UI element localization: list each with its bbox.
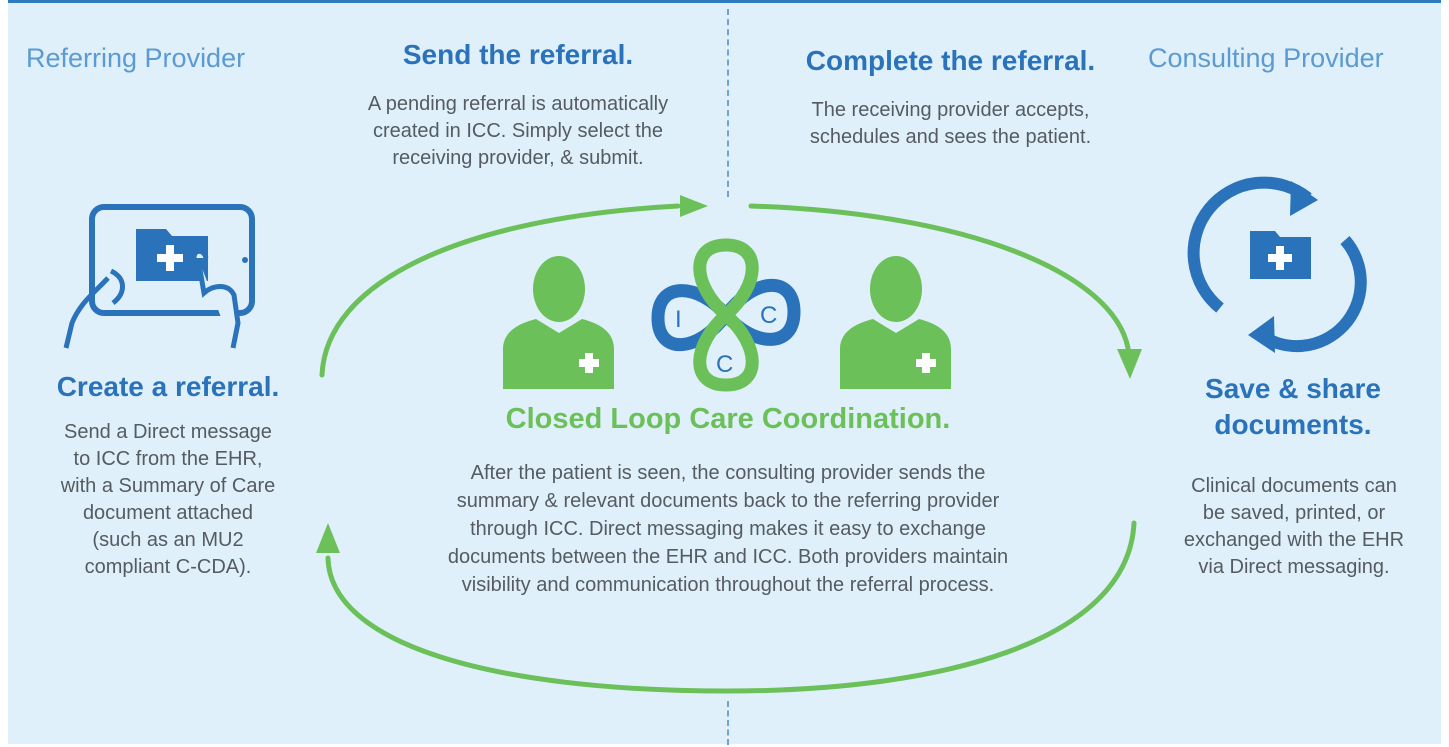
title-line: Save & share [1205, 373, 1381, 404]
save-share-desc: Clinical documents can be saved, printed… [1156, 473, 1432, 581]
send-referral-title: Send the referral. [402, 39, 634, 70]
create-referral-desc: Send a Direct message to ICC from the EH… [23, 419, 313, 581]
arrow-top-left [319, 203, 681, 378]
desc-line: documents between the EHR and ICC. Both … [447, 546, 1009, 568]
save-share-title: Save & share documents. [1158, 371, 1428, 443]
arrow-head-top-left [680, 195, 708, 217]
arrow-head-top-right [1117, 349, 1142, 379]
desc-line: (such as an MU2 [92, 529, 244, 551]
doctor-icon [840, 256, 951, 389]
logo-letter-i: I [675, 306, 682, 333]
center-title: Closed Loop Care Coordination. [505, 403, 951, 435]
desc-line: with a Summary of Care [60, 475, 276, 497]
desc-line: exchanged with the EHR [1183, 529, 1405, 551]
diagram-canvas: Referring Provider Consulting Provider S… [8, 0, 1441, 745]
logo-letter-c: C [760, 302, 777, 329]
desc-line: schedules and sees the patient. [809, 126, 1092, 148]
desc-line: The receiving provider accepts, [811, 99, 1090, 121]
desc-line: receiving provider, & submit. [392, 147, 644, 169]
desc-line: via Direct messaging. [1198, 556, 1390, 578]
desc-line: document attached [82, 502, 254, 524]
loop-arrows [316, 195, 1142, 694]
desc-line: to ICC from the EHR, [73, 448, 263, 470]
desc-line: Clinical documents can [1191, 475, 1397, 497]
desc-line: A pending referral is automatically [367, 93, 669, 115]
sync-folder-icon [1187, 176, 1367, 353]
referring-provider-label: Referring Provider [26, 43, 246, 73]
center-desc: After the patient is seen, the consultin… [388, 459, 1068, 599]
icc-logo-icon: I C C [651, 238, 801, 392]
arrow-bottom [325, 520, 1137, 694]
desc-line: through ICC. Direct messaging makes it e… [470, 518, 986, 540]
arrow-top-right [748, 203, 1131, 351]
create-referral-title: Create a referral. [56, 371, 280, 402]
tablet-folder-icon [63, 204, 255, 349]
doctor-icon [503, 256, 614, 389]
desc-line: be saved, printed, or [1202, 502, 1386, 524]
arrow-head-bottom [316, 523, 340, 553]
desc-line: Send a Direct message [64, 421, 272, 443]
complete-referral-desc: The receiving provider accepts, schedule… [753, 97, 1148, 151]
diagram-graphics: I C C [63, 176, 1367, 694]
logo-letter-c: C [716, 351, 733, 378]
top-divider [727, 9, 729, 197]
desc-line: created in ICC. Simply select the [372, 120, 664, 142]
desc-line: compliant C-CDA). [84, 556, 252, 578]
desc-line: visibility and communication throughout … [461, 574, 995, 596]
complete-referral-title: Complete the referral. [805, 45, 1096, 76]
bottom-divider [727, 701, 729, 745]
desc-line: After the patient is seen, the consultin… [470, 462, 986, 484]
title-line: documents. [1214, 409, 1372, 440]
desc-line: summary & relevant documents back to the… [456, 490, 1000, 512]
consulting-provider-label: Consulting Provider [1148, 43, 1384, 73]
send-referral-desc: A pending referral is automatically crea… [308, 91, 728, 172]
